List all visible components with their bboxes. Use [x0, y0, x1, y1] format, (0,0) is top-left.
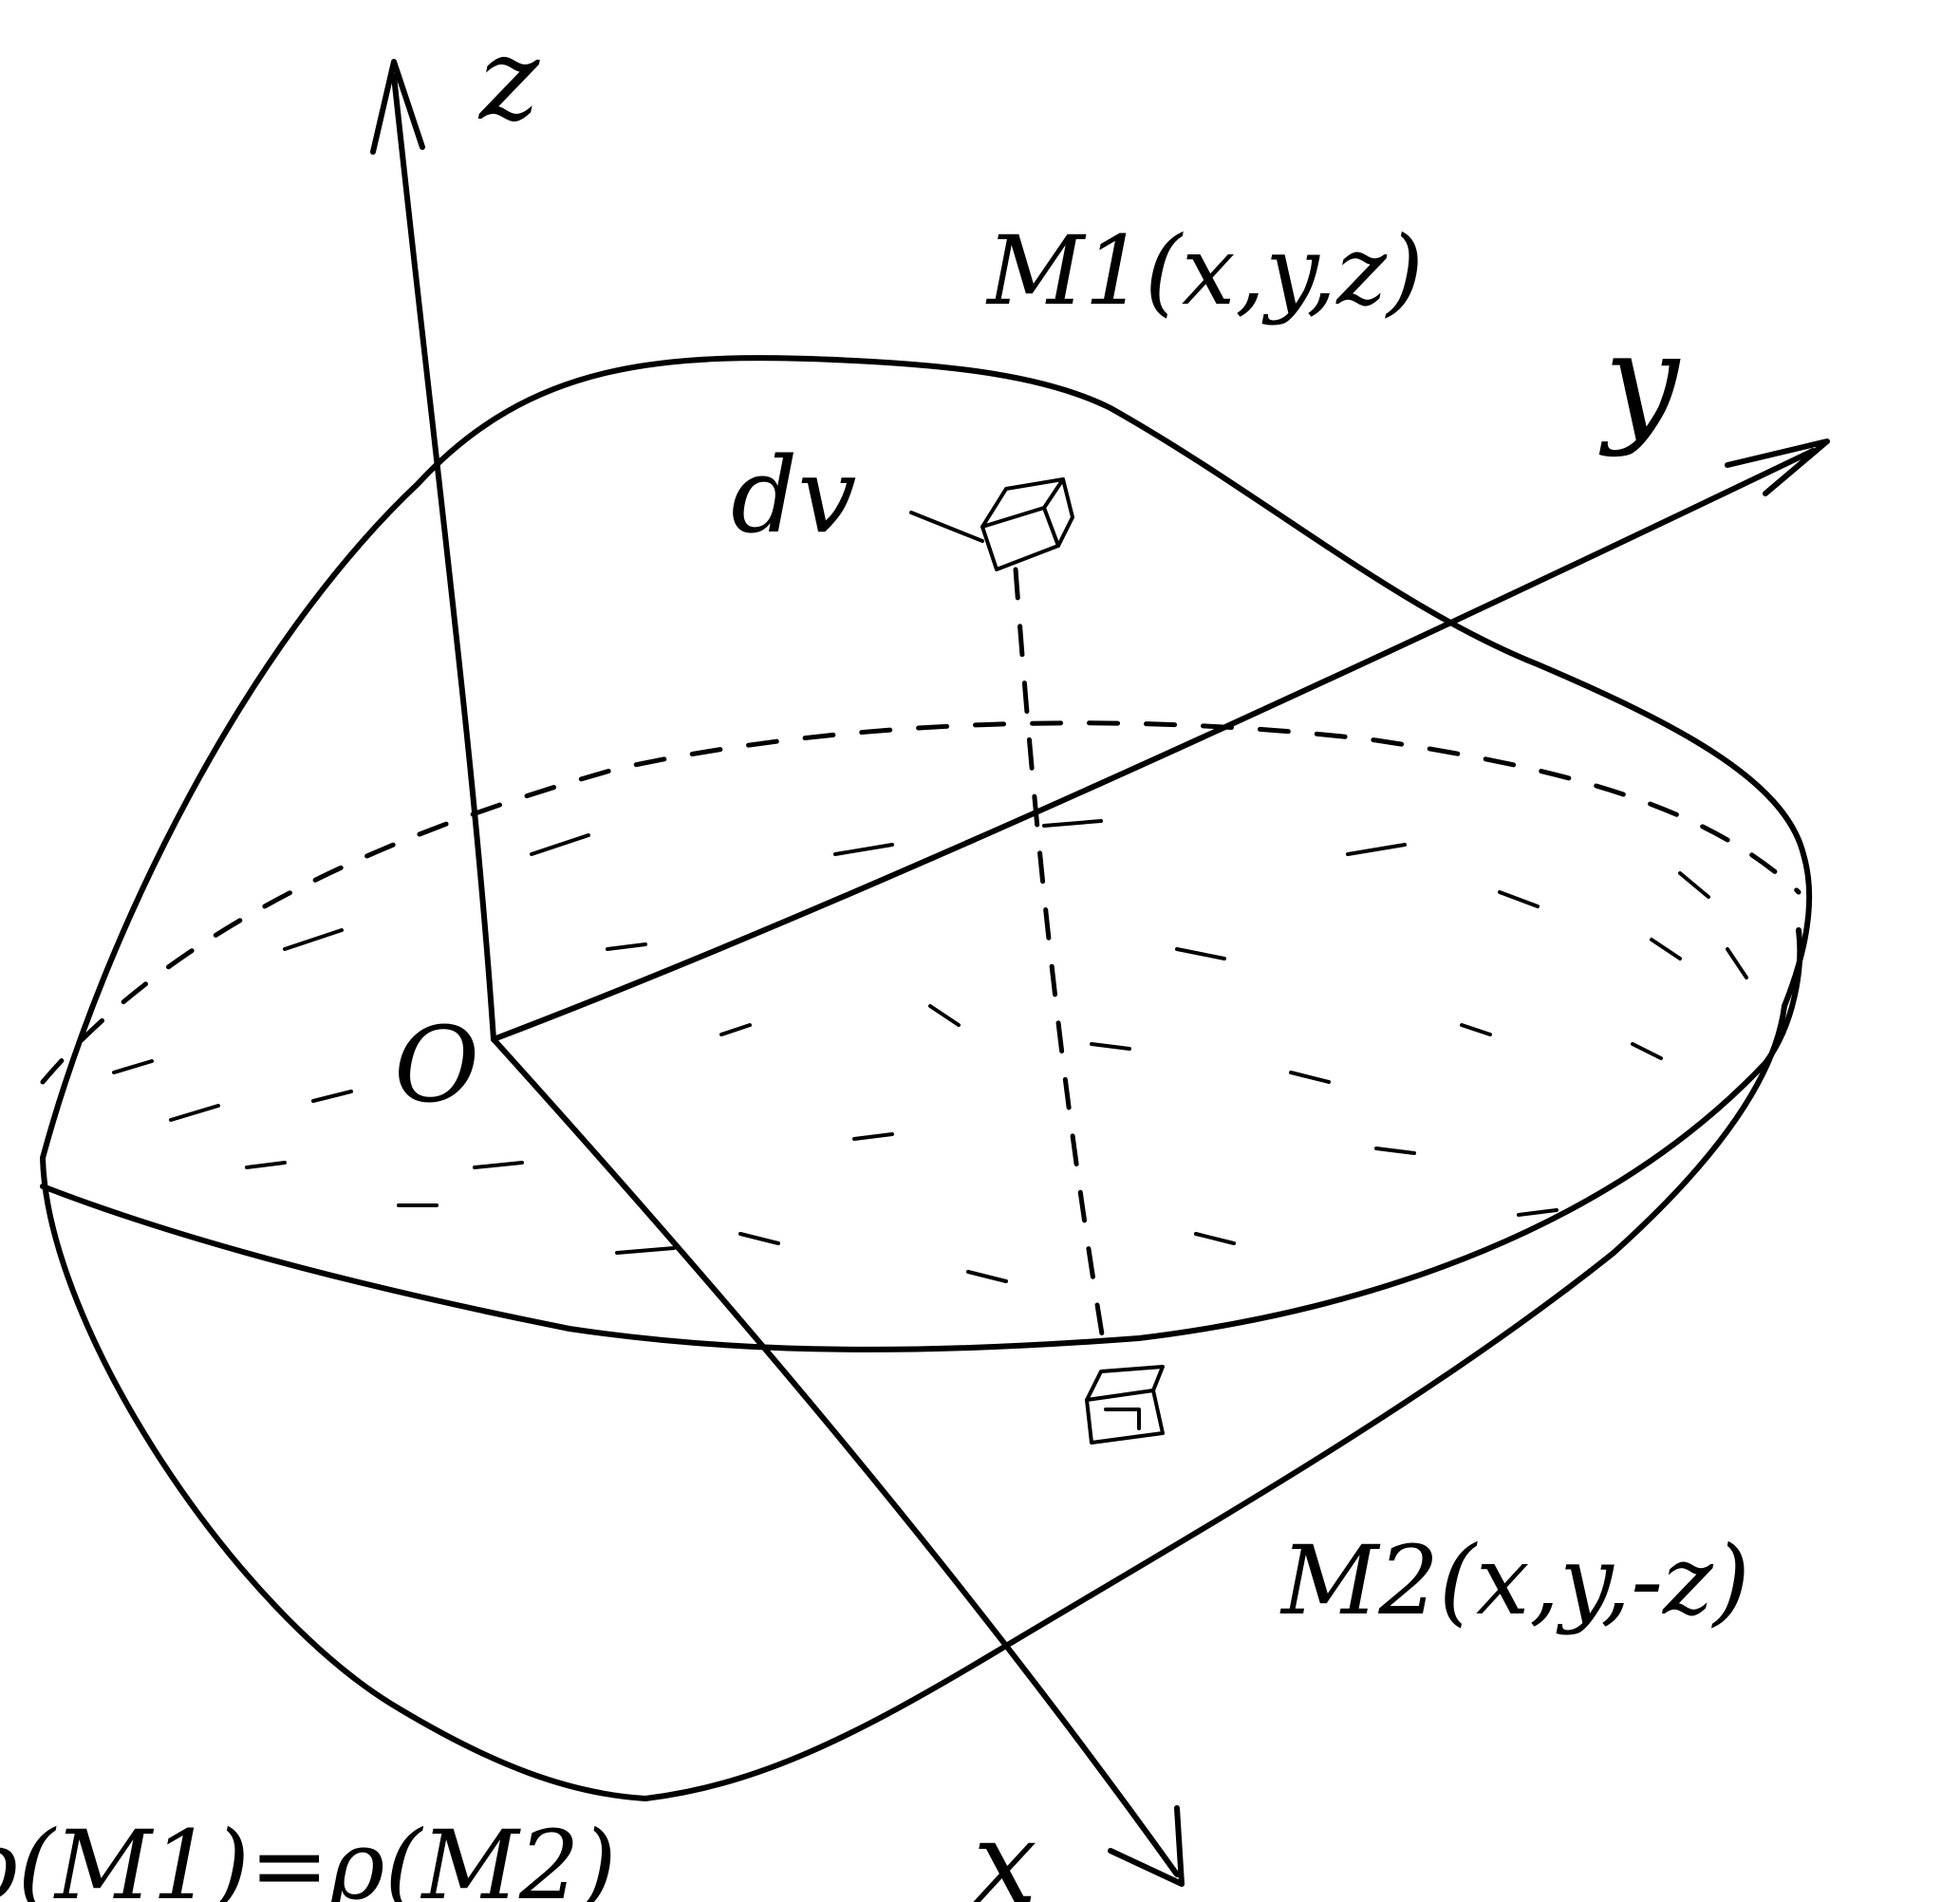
- z-axis: [370, 59, 496, 1042]
- volume-element-upper: [909, 477, 1074, 571]
- density-relation-label: ρ(M1)=ρ(M2): [0, 1810, 616, 1902]
- y-axis: [491, 438, 1830, 1042]
- equator-back-edge: [40, 720, 1801, 1085]
- equator-front-edge: [40, 927, 1803, 1352]
- y-axis-label: y: [1598, 305, 1681, 459]
- section-hatching: [112, 819, 1748, 1283]
- volume-element-lower: [1085, 1365, 1165, 1445]
- point-m2-label: M2(x,y,-z): [1279, 1525, 1750, 1636]
- symmetry-line: [1013, 567, 1109, 1360]
- origin-label: O: [394, 1004, 479, 1126]
- point-m1-label: M1(x,y,z): [985, 215, 1424, 326]
- body-outline-lower: [40, 1003, 1787, 1801]
- x-axis: [491, 1036, 1185, 1887]
- body-outline-upper: [40, 355, 1813, 1161]
- z-axis-label: z: [477, 14, 540, 146]
- volume-element-label: dv: [731, 435, 857, 556]
- x-axis-label: x: [973, 1798, 1037, 1902]
